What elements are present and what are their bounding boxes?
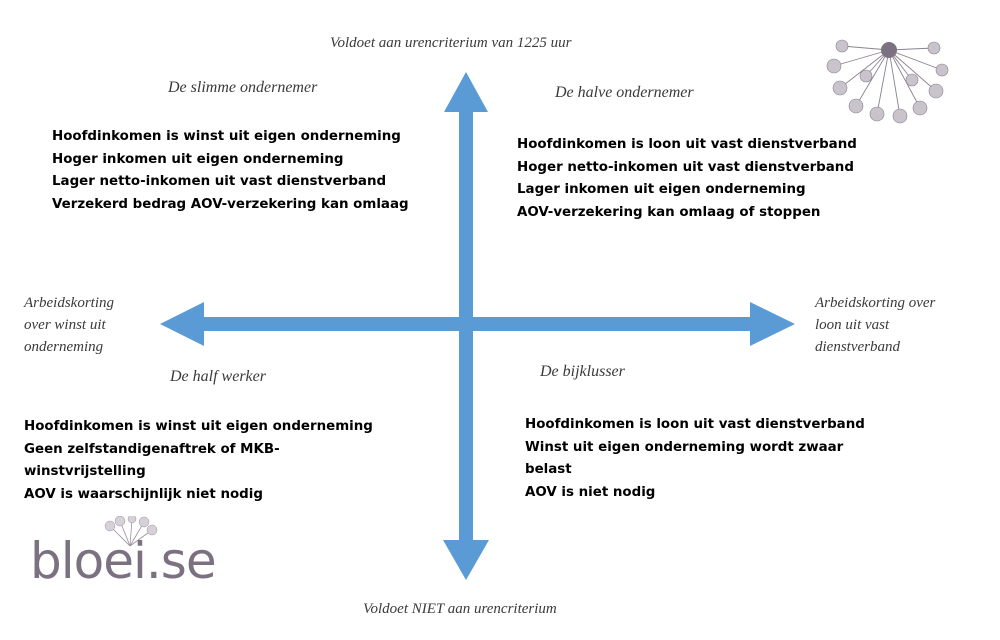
list-item: Verzekerd bedrag AOV-verzekering kan oml… xyxy=(52,196,409,212)
quadrant-title-top-left: De slimme ondernemer xyxy=(168,79,318,96)
list-item: Hoger inkomen uit eigen onderneming xyxy=(52,151,344,167)
quadrant-title-top-right: De halve ondernemer xyxy=(555,84,694,101)
list-item: Lager inkomen uit eigen onderneming xyxy=(517,182,806,197)
arrow-down-icon xyxy=(443,540,489,580)
axis-left-label: Arbeidskorting over winst uit ondernemin… xyxy=(24,292,174,358)
axis-right-label: Arbeidskorting over loon uit vast dienst… xyxy=(815,292,965,358)
dandelion-icon xyxy=(826,39,949,124)
list-item: AOV is waarschijnlijk niet nodig xyxy=(24,486,263,502)
quadrant-list-top-right: Hoofdinkomen is loon uit vast dienstverb… xyxy=(517,134,857,224)
axis-right-line: loon uit vast xyxy=(815,317,890,333)
arrow-up-icon xyxy=(444,72,488,112)
arrow-right-icon xyxy=(750,302,795,346)
list-item: Hoofdinkomen is loon uit vast dienstverb… xyxy=(517,137,857,152)
logo-dandelion-icon xyxy=(104,516,158,547)
list-item: Hoofdinkomen is loon uit vast dienstverb… xyxy=(525,417,865,432)
axis-top-label: Voldoet aan urencriterium van 1225 uur xyxy=(330,35,572,51)
axis-bottom-label: Voldoet NIET aan urencriterium xyxy=(363,601,557,617)
logo: bloei.se xyxy=(30,532,217,590)
quadrant-title-bottom-right: De bijklusser xyxy=(540,363,625,380)
list-item: Hoger netto-inkomen uit vast dienstverba… xyxy=(517,159,854,175)
axis-right-line: Arbeidskorting over xyxy=(815,295,936,311)
quadrant-list-top-left: Hoofdinkomen is winst uit eigen ondernem… xyxy=(52,126,409,216)
list-item: Winst uit eigen onderneming wordt zwaar … xyxy=(525,439,844,478)
arrow-left-icon xyxy=(160,302,204,346)
list-item: Geen zelfstandigenaftrek of MKB-winstvri… xyxy=(24,441,280,480)
axis-left-line: onderneming xyxy=(24,339,104,355)
list-item: AOV-verzekering kan omlaag of stoppen xyxy=(517,204,821,220)
axis-left-line: Arbeidskorting xyxy=(24,295,114,311)
quadrant-list-bottom-left: Hoofdinkomen is winst uit eigen ondernem… xyxy=(24,416,373,506)
list-item: Hoofdinkomen is winst uit eigen ondernem… xyxy=(52,129,401,144)
axis-left-line: over winst uit xyxy=(24,317,106,333)
axis-right-line: dienstverband xyxy=(815,339,900,355)
list-item: Lager netto-inkomen uit vast dienstverba… xyxy=(52,174,387,189)
list-item: Hoofdinkomen is winst uit eigen ondernem… xyxy=(24,419,373,434)
horizontal-axis xyxy=(200,317,752,331)
quadrant-title-bottom-left: De half werker xyxy=(170,368,266,385)
quadrant-list-bottom-right: Hoofdinkomen is loon uit vast dienstverb… xyxy=(525,414,865,504)
list-item: AOV is niet nodig xyxy=(525,484,656,500)
